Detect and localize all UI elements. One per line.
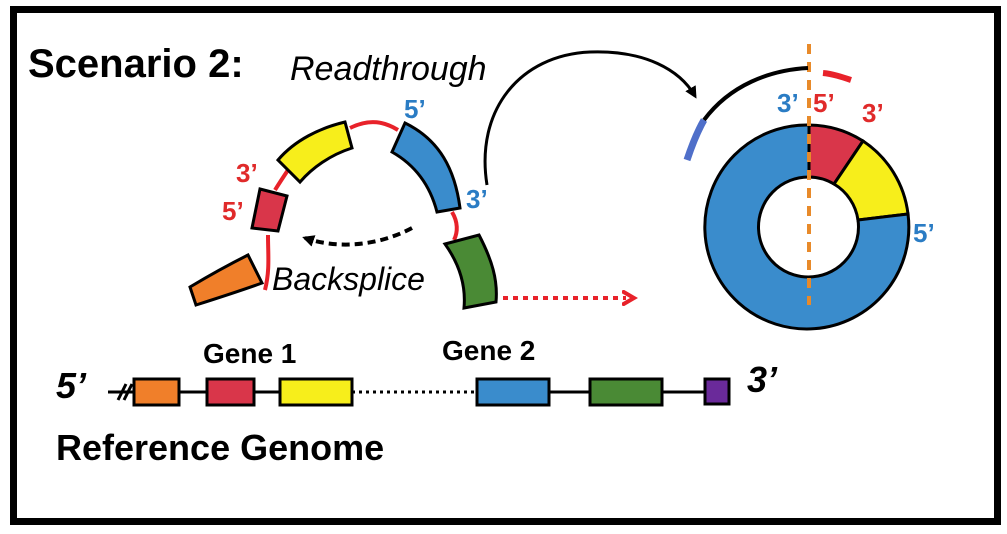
exon-red-linear [250, 187, 289, 233]
exon-red-genome [205, 377, 256, 407]
circ-3prime-blue: 3’ [777, 88, 799, 118]
strand-blue-green [450, 210, 459, 241]
exon-green-linear [442, 233, 498, 310]
exon-blue-linear [390, 120, 462, 214]
circ-3prime-red: 3’ [862, 98, 884, 128]
backsplice-arrow [302, 226, 413, 247]
strand-orange-red [263, 234, 271, 291]
linear-3prime-red: 3’ [236, 158, 258, 188]
exon-purple-genome [703, 377, 731, 406]
exon-yellow-linear [275, 120, 354, 185]
read-arc [702, 66, 809, 122]
circ-5prime-blue: 5’ [913, 218, 935, 248]
gene1-label: Gene 1 [203, 338, 296, 369]
scenario-title: Scenario 2: [28, 42, 244, 86]
genome-break-mark-2 [122, 383, 134, 401]
backsplice-label: Backsplice [272, 261, 425, 297]
genome-5prime-label: 5’ [56, 365, 87, 406]
genome-break-mark-1 [116, 383, 128, 401]
circular-rna [703, 123, 911, 331]
read-red-segment [822, 70, 852, 83]
exon-orange-genome [132, 377, 181, 407]
exon-green-genome [588, 377, 664, 407]
readthrough-arrow [483, 50, 697, 186]
strand-red-yellow [273, 168, 290, 192]
circ-exon-blue [703, 123, 911, 331]
linear-3prime-blue: 3’ [466, 184, 488, 214]
exon-blue-genome [475, 377, 551, 407]
readthrough-label: Readthrough [290, 50, 487, 88]
reference-genome-track [108, 377, 731, 407]
linear-5prime-red: 5’ [222, 196, 244, 226]
linear-5prime-blue: 5’ [404, 94, 426, 124]
exon-orange-linear [188, 252, 265, 307]
exon-yellow-genome [278, 377, 354, 407]
genome-3prime-label: 3’ [747, 359, 778, 400]
circ-5prime-red: 5’ [813, 88, 835, 118]
read-blue-segment [683, 118, 708, 162]
strand-yellow-blue [349, 120, 400, 132]
gene2-label: Gene 2 [442, 335, 535, 366]
reference-genome-label: Reference Genome [56, 427, 384, 468]
